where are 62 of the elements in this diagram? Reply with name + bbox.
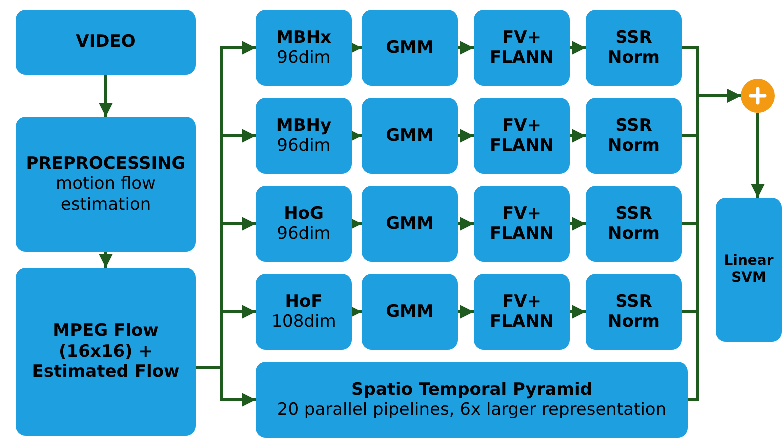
process-box (16, 268, 196, 436)
process-box (362, 186, 458, 262)
box-title: SSR Norm (606, 116, 661, 156)
box-title: SSR Norm (606, 28, 661, 68)
box-text: 96dim (277, 224, 331, 244)
box-title: MBHx (276, 28, 332, 48)
box-title: VIDEO (76, 32, 136, 53)
box-text: motion flow estimation (55, 174, 157, 216)
process-box (586, 10, 682, 86)
process-box (474, 10, 570, 86)
process-box (256, 362, 688, 438)
process-box (256, 186, 352, 262)
process-box (256, 98, 352, 174)
box-text: 96dim (277, 136, 331, 156)
process-box (256, 274, 352, 350)
box-title: GMM (386, 38, 434, 58)
arrow (570, 41, 586, 55)
box-title: HoF (285, 292, 323, 312)
process-box (362, 10, 458, 86)
arrow (458, 41, 474, 55)
arrow (688, 89, 741, 402)
process-box (586, 98, 682, 174)
box-title: MBHy (276, 116, 332, 136)
arrow (751, 113, 765, 198)
box-title: FV+ FLANN (488, 204, 556, 244)
arrow (99, 252, 113, 268)
box-title: HoG (284, 204, 324, 224)
arrow (458, 305, 474, 319)
box-title: GMM (386, 302, 434, 322)
box-title: FV+ FLANN (488, 28, 556, 68)
arrow (570, 129, 586, 143)
box-title: SSR Norm (606, 204, 661, 244)
process-box (362, 274, 458, 350)
process-box (16, 10, 196, 75)
box-title: GMM (386, 126, 434, 146)
sum-circle (741, 79, 775, 113)
box-title: SSR Norm (606, 292, 661, 332)
box-text: 20 parallel pipelines, 6x larger representation (277, 400, 667, 420)
box-text: 96dim (277, 48, 331, 68)
box-title: Spatio Temporal Pyramid (352, 380, 592, 400)
arrow (458, 129, 474, 143)
process-box (586, 274, 682, 350)
process-box (362, 98, 458, 174)
process-box (474, 186, 570, 262)
box-title: FV+ FLANN (488, 116, 556, 156)
process-box (474, 274, 570, 350)
box-title: GMM (386, 214, 434, 234)
process-box (716, 198, 782, 342)
process-box (586, 186, 682, 262)
arrow (458, 217, 474, 231)
box-title: MPEG Flow (16x16) + Estimated Flow (31, 321, 181, 383)
process-box (474, 98, 570, 174)
process-box (256, 10, 352, 86)
box-text: 108dim (272, 312, 336, 332)
process-box (16, 117, 196, 252)
arrow (196, 366, 256, 407)
box-title: Linear SVM (723, 253, 775, 287)
arrow (99, 75, 113, 117)
box-title: FV+ FLANN (488, 292, 556, 332)
arrow (570, 305, 586, 319)
arrow (570, 217, 586, 231)
box-title: PREPROCESSING (26, 154, 186, 174)
